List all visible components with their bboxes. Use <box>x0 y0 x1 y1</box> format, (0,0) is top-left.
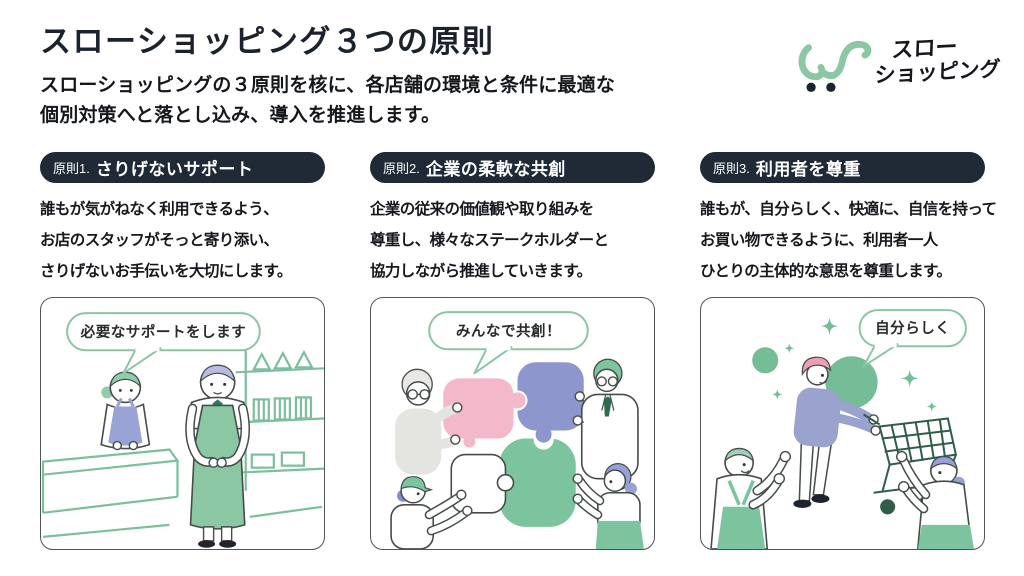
principle-column-2: 原則2. 企業の柔軟な共創 企業の従来の価値観や取り組みを 尊重し、様々なステー… <box>370 152 655 550</box>
principle-2-badge: 原則2. 企業の柔軟な共創 <box>370 152 655 183</box>
stakeholder-elder-woman <box>395 368 463 475</box>
principle-2-illustration: みんなで共創！ <box>370 297 655 550</box>
principle-2-description: 企業の従来の価値観や取り組みを 尊重し、様々なステークホルダーと 協力しながら推… <box>370 201 609 280</box>
shopping-cart-swoosh-icon <box>798 40 872 92</box>
store-manager <box>185 364 251 548</box>
store-counter <box>41 448 323 538</box>
speech-bubble: 自分らしく <box>858 309 967 368</box>
sparkle-icons <box>771 317 938 412</box>
principle-3-description: 誰もが、自分らしく、快適に、自信を持って お買い物できるように、利用者一人 ひと… <box>700 201 997 280</box>
principle-1-badge: 原則1. さりげないサポート <box>40 152 325 183</box>
stakeholder-staff-woman <box>572 463 644 549</box>
staff-left <box>710 447 792 549</box>
principle-1-badge-number: 原則1. <box>53 161 90 176</box>
staff-woman <box>100 371 151 451</box>
stakeholder-young-man <box>390 476 473 549</box>
deco-circles <box>752 347 878 409</box>
principle-1-description: 誰もが気がねなく利用できるよう、 お店のスタッフがそっと寄り添い、 さりげないお… <box>40 201 292 280</box>
principles-row: 原則1. さりげないサポート 誰もが気がねなく利用できるよう、 お店のスタッフが… <box>40 152 997 550</box>
page-title: スローショッピング３つの原則 <box>40 24 495 59</box>
principle-column-1: 原則1. さりげないサポート 誰もが気がねなく利用できるよう、 お店のスタッフが… <box>40 152 325 550</box>
principle-2-badge-number: 原則2. <box>383 161 420 176</box>
principle-3-badge-number: 原則3. <box>713 161 750 176</box>
brand-logo: スロー ショッピング <box>795 22 1001 108</box>
speech-bubble: 必要なサポートをします <box>66 312 261 375</box>
principle-1-illustration: 必要なサポートをします <box>40 297 325 550</box>
principle-3-badge-title: 利用者を尊重 <box>755 160 861 179</box>
principle-2-badge-title: 企業の柔軟な共創 <box>425 160 566 179</box>
principle-1-badge-title: さりげないサポート <box>95 160 254 179</box>
stakeholder-doctor <box>572 358 639 480</box>
puzzle-pieces <box>443 362 584 527</box>
principle-column-3: 原則3. 利用者を尊重 誰もが、自分らしく、快適に、自信を持って お買い物できる… <box>700 152 997 550</box>
store-shelf <box>235 348 324 491</box>
speech-bubble: みんなで共創！ <box>428 311 589 375</box>
page-subtitle: スローショッピングの３原則を核に、各店舗の環境と条件に最適な 個別対策へと落とし… <box>40 75 616 126</box>
brand-logo-text: スロー ショッピング <box>874 33 1002 88</box>
speech-bubble-text: 必要なサポートをします <box>80 323 247 341</box>
speech-bubble-text: みんなで共創！ <box>456 322 561 340</box>
staff-right <box>895 450 974 549</box>
shopper <box>793 356 881 508</box>
speech-bubble-text: 自分らしく <box>875 319 950 337</box>
principle-3-illustration: 自分らしく <box>700 297 985 550</box>
principle-3-badge: 原則3. 利用者を尊重 <box>700 152 985 183</box>
